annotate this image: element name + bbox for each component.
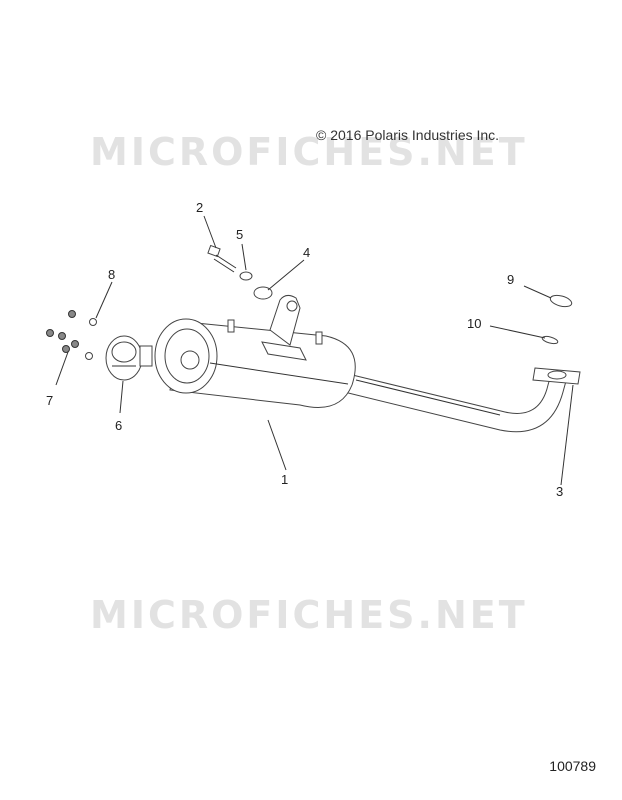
callout-6: 6 <box>115 418 122 433</box>
callout-7: 7 <box>46 393 53 408</box>
callout-5: 5 <box>236 227 243 242</box>
fastener-set <box>46 310 97 360</box>
callout-1: 1 <box>281 472 288 487</box>
bolt <box>207 244 237 273</box>
leader-lines <box>55 215 574 486</box>
watermark-top: MICROFICHES.NET <box>90 130 528 174</box>
callout-2: 2 <box>196 200 203 215</box>
watermark-bottom: MICROFICHES.NET <box>90 593 528 637</box>
exhaust-gasket <box>549 294 573 308</box>
muffler-mount-bracket <box>227 294 323 361</box>
callout-4: 4 <box>303 245 310 260</box>
callouts: 1 2 3 4 5 6 7 8 9 10 <box>46 200 563 499</box>
figure-number: 100789 <box>549 758 596 774</box>
exhaust-seal <box>541 335 559 345</box>
callout-3: 3 <box>556 484 563 499</box>
exhaust-flange <box>532 367 581 385</box>
grommet <box>253 286 273 300</box>
washer <box>239 271 253 281</box>
callout-9: 9 <box>507 272 514 287</box>
callout-8: 8 <box>108 267 115 282</box>
copyright-notice: © 2016 Polaris Industries Inc. <box>316 127 500 143</box>
spark-arrestor <box>105 335 153 381</box>
muffler-body <box>154 318 356 408</box>
exhaust-head-pipe <box>335 371 567 433</box>
callout-10: 10 <box>467 316 481 331</box>
